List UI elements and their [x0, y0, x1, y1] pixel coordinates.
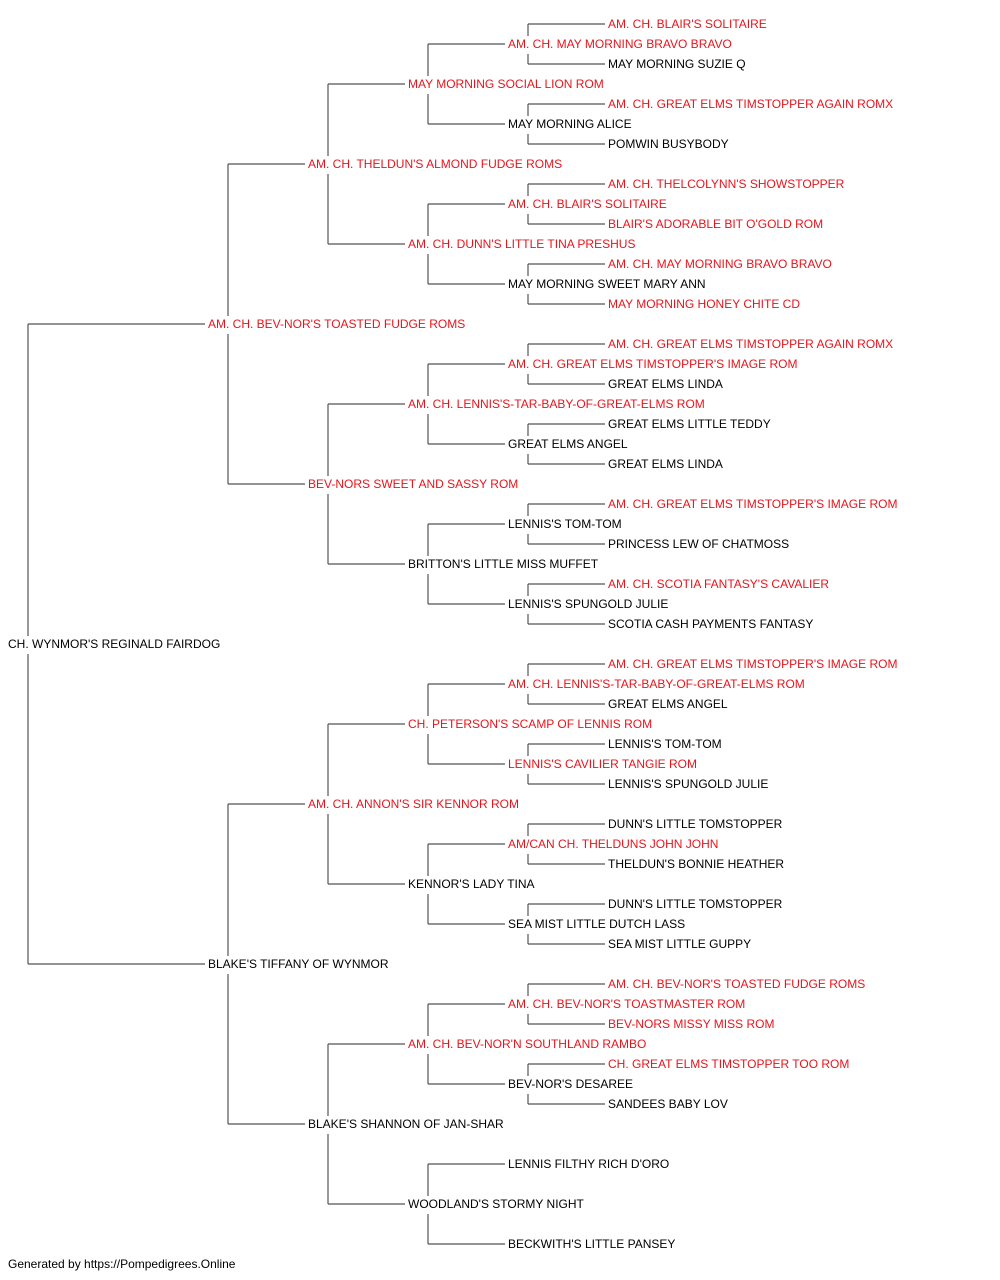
dog-name-gen-5: AM. CH. GREAT ELMS TIMSTOPPER AGAIN ROMX — [608, 337, 896, 351]
dog-name-gen-3: AM. CH. LENNIS'S-TAR-BABY-OF-GREAT-ELMS … — [408, 397, 707, 411]
dog-name-gen-4: LENNIS'S TOM-TOM — [508, 517, 624, 531]
dog-name-gen-5: LENNIS'S TOM-TOM — [608, 737, 724, 751]
dog-name-gen-4: BEV-NOR'S DESAREE — [508, 1077, 635, 1091]
dog-name-gen-1: AM. CH. BEV-NOR'S TOASTED FUDGE ROMS — [208, 317, 468, 331]
dog-name-gen-5: CH. GREAT ELMS TIMSTOPPER TOO ROM — [608, 1057, 852, 1071]
dog-name-gen-3: AM. CH. DUNN'S LITTLE TINA PRESHUS — [408, 237, 638, 251]
dog-name-gen-5: AM. CH. BLAIR'S SOLITAIRE — [608, 17, 769, 31]
dog-name-gen-5: SANDEES BABY LOV — [608, 1097, 730, 1111]
dog-name-gen-5: GREAT ELMS ANGEL — [608, 697, 730, 711]
dog-name-gen-4: AM. CH. MAY MORNING BRAVO BRAVO — [508, 37, 734, 51]
dog-name-gen-4: BECKWITH'S LITTLE PANSEY — [508, 1237, 678, 1251]
dog-name-gen-5: POMWIN BUSYBODY — [608, 137, 731, 151]
dog-name-gen-5: GREAT ELMS LINDA — [608, 377, 725, 391]
dog-name-gen-4: AM/CAN CH. THELDUNS JOHN JOHN — [508, 837, 721, 851]
dog-name-gen-4: GREAT ELMS ANGEL — [508, 437, 630, 451]
dog-name-gen-5: AM. CH. GREAT ELMS TIMSTOPPER'S IMAGE RO… — [608, 497, 900, 511]
footer-credit: Generated by https://Pompedigrees.Online — [8, 1257, 236, 1271]
dog-name-gen-4: AM. CH. GREAT ELMS TIMSTOPPER'S IMAGE RO… — [508, 357, 800, 371]
dog-name-gen-5: PRINCESS LEW OF CHATMOSS — [608, 537, 792, 551]
dog-name-gen-3: CH. PETERSON'S SCAMP OF LENNIS ROM — [408, 717, 655, 731]
dog-name-gen-4: LENNIS'S SPUNGOLD JULIE — [508, 597, 671, 611]
dog-name-gen-5: MAY MORNING SUZIE Q — [608, 57, 748, 71]
dog-name-gen-5: DUNN'S LITTLE TOMSTOPPER — [608, 897, 785, 911]
dog-name-gen-5: AM. CH. THELCOLYNN'S SHOWSTOPPER — [608, 177, 847, 191]
dog-name-gen-3: KENNOR'S LADY TINA — [408, 877, 537, 891]
dog-name-gen-4: AM. CH. BLAIR'S SOLITAIRE — [508, 197, 669, 211]
dog-name-gen-2: AM. CH. THELDUN'S ALMOND FUDGE ROMS — [308, 157, 565, 171]
dog-name-gen-5: AM. CH. MAY MORNING BRAVO BRAVO — [608, 257, 834, 271]
dog-name-gen-5: AM. CH. BEV-NOR'S TOASTED FUDGE ROMS — [608, 977, 868, 991]
dog-name-gen-3: MAY MORNING SOCIAL LION ROM — [408, 77, 606, 91]
dog-name-gen-5: GREAT ELMS LINDA — [608, 457, 725, 471]
dog-name-gen-5: AM. CH. GREAT ELMS TIMSTOPPER'S IMAGE RO… — [608, 657, 900, 671]
dog-name-gen-5: DUNN'S LITTLE TOMSTOPPER — [608, 817, 785, 831]
dog-name-gen-1: BLAKE'S TIFFANY OF WYNMOR — [208, 957, 391, 971]
dog-name-gen-3: WOODLAND'S STORMY NIGHT — [408, 1197, 586, 1211]
dog-name-gen-5: GREAT ELMS LITTLE TEDDY — [608, 417, 773, 431]
dog-name-gen-4: LENNIS'S CAVILIER TANGIE ROM — [508, 757, 699, 771]
dog-name-gen-5: SCOTIA CASH PAYMENTS FANTASY — [608, 617, 816, 631]
dog-name-gen-3: AM. CH. BEV-NOR'N SOUTHLAND RAMBO — [408, 1037, 649, 1051]
dog-name-gen-5: BLAIR'S ADORABLE BIT O'GOLD ROM — [608, 217, 826, 231]
dog-name-gen-5: SEA MIST LITTLE GUPPY — [608, 937, 754, 951]
dog-name-gen-3: BRITTON'S LITTLE MISS MUFFET — [408, 557, 601, 571]
dog-name-gen-5: MAY MORNING HONEY CHITE CD — [608, 297, 803, 311]
dog-name-gen-5: LENNIS'S SPUNGOLD JULIE — [608, 777, 771, 791]
dog-name-gen-5: THELDUN'S BONNIE HEATHER — [608, 857, 787, 871]
dog-name-gen-4: SEA MIST LITTLE DUTCH LASS — [508, 917, 688, 931]
dog-name-gen-4: AM. CH. BEV-NOR'S TOASTMASTER ROM — [508, 997, 748, 1011]
dog-name-gen-4: LENNIS FILTHY RICH D'ORO — [508, 1157, 672, 1171]
dog-name-gen-4: MAY MORNING ALICE — [508, 117, 634, 131]
dog-name-gen-4: MAY MORNING SWEET MARY ANN — [508, 277, 708, 291]
dog-name-gen-4: AM. CH. LENNIS'S-TAR-BABY-OF-GREAT-ELMS … — [508, 677, 807, 691]
dog-name-gen-2: BEV-NORS SWEET AND SASSY ROM — [308, 477, 521, 491]
dog-name-gen-0: CH. WYNMOR'S REGINALD FAIRDOG — [8, 637, 223, 651]
dog-name-gen-5: AM. CH. GREAT ELMS TIMSTOPPER AGAIN ROMX — [608, 97, 896, 111]
dog-name-gen-5: AM. CH. SCOTIA FANTASY'S CAVALIER — [608, 577, 832, 591]
dog-name-gen-2: AM. CH. ANNON'S SIR KENNOR ROM — [308, 797, 521, 811]
dog-name-gen-2: BLAKE'S SHANNON OF JAN-SHAR — [308, 1117, 506, 1131]
dog-name-gen-5: BEV-NORS MISSY MISS ROM — [608, 1017, 777, 1031]
